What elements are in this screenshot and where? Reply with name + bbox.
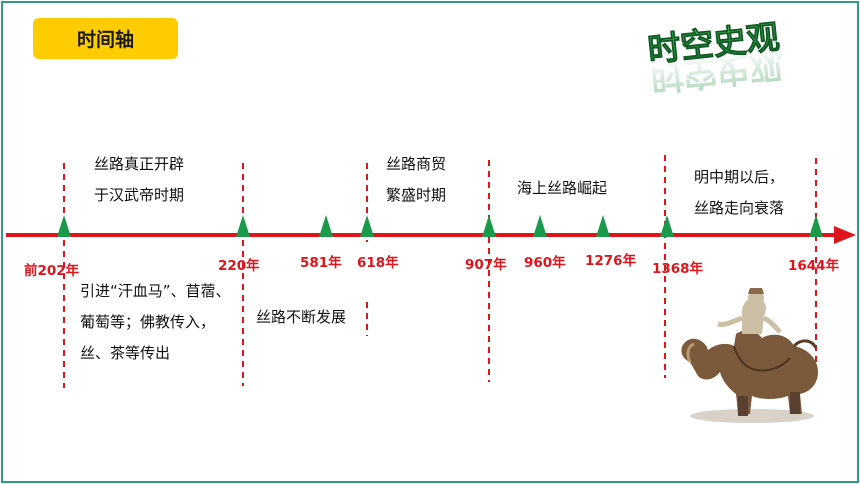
timeline-marker — [57, 215, 71, 237]
event-label: 丝路不断发展 — [256, 308, 347, 326]
year-label: 581年 — [300, 255, 342, 271]
year-label: 907年 — [465, 257, 507, 273]
event-label: 明中期以后， 丝路走向衰落 — [694, 168, 785, 217]
event-label: 丝路真正开辟 于汉武帝时期 — [94, 155, 185, 204]
timeline-marker — [660, 215, 674, 237]
logo-title: 时空史观 时空史观 — [646, 17, 784, 99]
year-label: 618年 — [357, 255, 399, 271]
timeline-marker — [533, 215, 547, 237]
timeline-marker — [809, 215, 823, 237]
axis-arrow-icon — [834, 226, 856, 244]
timeline-marker — [596, 215, 610, 237]
year-label: 前202年 — [24, 263, 80, 279]
section-tag-label: 时间轴 — [76, 29, 134, 51]
year-label: 220年 — [218, 258, 260, 274]
event-label: 引进“汗血马”、苜蓿、 葡萄等；佛教传入， 丝、茶等传出 — [80, 282, 231, 362]
timeline-marker — [360, 215, 374, 237]
timeline-marker — [482, 215, 496, 237]
camel-figurine-icon — [681, 288, 818, 423]
year-label: 1276年 — [585, 253, 637, 269]
year-label: 1368年 — [652, 261, 704, 277]
timeline-marker — [236, 215, 250, 237]
timeline-marker — [319, 215, 333, 237]
event-label: 海上丝路崛起 — [517, 179, 608, 197]
section-tag: 时间轴 — [33, 18, 178, 59]
event-label: 丝路商贸 繁盛时期 — [386, 155, 447, 204]
year-label: 1644年 — [788, 258, 840, 274]
year-label: 960年 — [524, 255, 566, 271]
